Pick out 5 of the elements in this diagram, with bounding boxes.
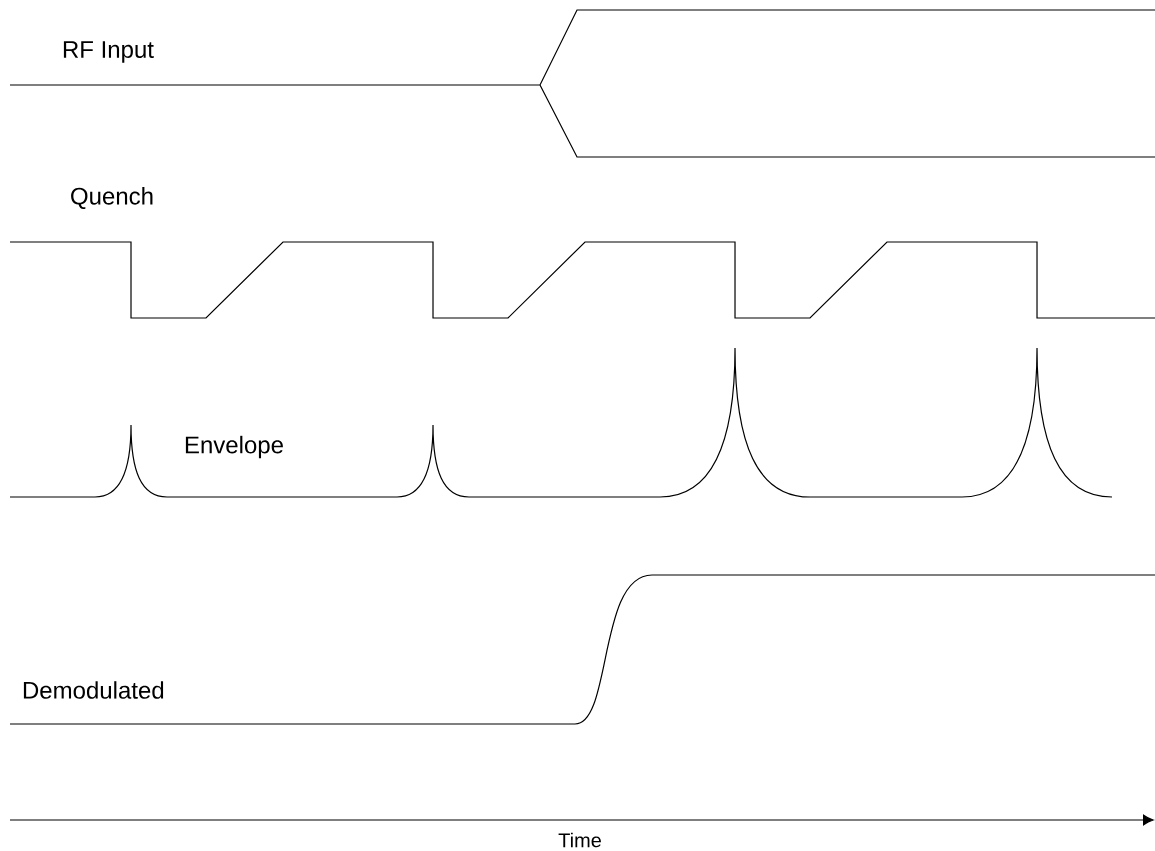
signal-label: Time: [558, 832, 601, 848]
signal-label: Envelope: [185, 435, 283, 459]
signal-label: Demodulated: [23, 681, 164, 699]
signal-label: RF Input: [63, 41, 154, 63]
signal-label: Quench: [71, 187, 153, 209]
